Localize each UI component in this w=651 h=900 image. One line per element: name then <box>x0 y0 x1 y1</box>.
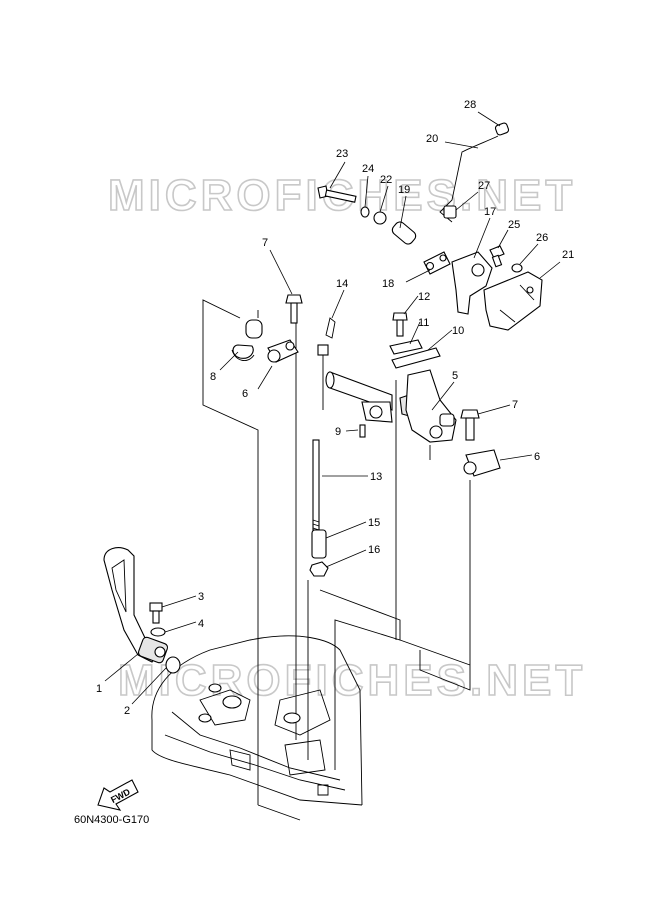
callout-21: 21 <box>562 249 574 261</box>
callout-18: 18 <box>382 278 394 290</box>
callout-4: 4 <box>198 618 204 630</box>
part-25-screw <box>489 245 505 268</box>
part-14-cotter-pin <box>325 317 336 339</box>
callout-15: 15 <box>368 517 380 529</box>
part-27-clip <box>443 205 457 219</box>
callout-14: 14 <box>336 278 348 290</box>
part-8-clip <box>231 344 255 361</box>
callout-1: 1 <box>96 683 102 695</box>
callout-13: 13 <box>370 471 382 483</box>
part-5-bracket <box>405 369 457 443</box>
part-10-plate <box>391 347 441 369</box>
callout-17: 17 <box>484 206 496 218</box>
callout-8: 8 <box>210 371 216 383</box>
part-24-washer <box>360 206 370 218</box>
part-21-bracket-plate <box>483 271 543 331</box>
callout-27: 27 <box>478 180 490 192</box>
part-12-screw <box>392 312 408 337</box>
callout-labels: 1 2 3 4 5 6 6 7 7 8 9 10 11 12 13 14 15 … <box>96 99 574 717</box>
callout-16: 16 <box>368 544 380 556</box>
callout-26: 26 <box>536 232 548 244</box>
part-7-bolt-left <box>285 294 303 324</box>
callout-28: 28 <box>464 99 476 111</box>
part-16-nut <box>309 561 329 577</box>
callout-25: 25 <box>508 219 520 231</box>
part-7-bolt-right <box>460 409 480 441</box>
part-1-shift-lever <box>103 547 169 664</box>
callout-5: 5 <box>452 370 458 382</box>
callout-10: 10 <box>452 325 464 337</box>
diagram-code: 60N4300-G170 <box>74 814 149 826</box>
callout-12: 12 <box>418 291 430 303</box>
callout-6a: 6 <box>242 388 248 400</box>
callout-23: 23 <box>336 148 348 160</box>
callout-22: 22 <box>380 174 392 186</box>
part-26-washer <box>511 263 523 273</box>
part-3-bolt <box>149 602 163 624</box>
part-19-sleeve <box>391 221 417 245</box>
part-9-pin <box>359 424 366 438</box>
part-11-plate <box>389 339 423 355</box>
callout-6b: 6 <box>534 451 540 463</box>
watermark-bottom: MICROFICHES.NET <box>118 656 586 705</box>
part-8-bushing <box>245 319 263 339</box>
part-13-shift-rod <box>312 344 329 531</box>
part-15-spacer <box>311 529 327 559</box>
callout-7b: 7 <box>512 399 518 411</box>
part-18-link <box>423 251 451 275</box>
callout-24: 24 <box>362 163 374 175</box>
part-2-oring <box>165 656 181 674</box>
callout-3: 3 <box>198 591 204 603</box>
part-17-cam <box>451 251 493 315</box>
callout-2: 2 <box>124 705 130 717</box>
part-6-joint-left <box>267 339 299 363</box>
callout-11: 11 <box>418 317 429 329</box>
callout-9: 9 <box>335 426 341 438</box>
part-20-rod <box>439 135 499 223</box>
lower-housing <box>151 635 363 806</box>
leader-lines <box>104 111 561 705</box>
callout-20: 20 <box>426 133 438 145</box>
part-28-cap <box>494 122 510 136</box>
part-23-bolt <box>317 185 357 203</box>
assembly-outline-lines <box>202 299 471 821</box>
callout-19: 19 <box>398 184 410 196</box>
fwd-arrow-icon: FWD <box>97 779 139 811</box>
callout-7a: 7 <box>262 237 268 249</box>
part-22-washer <box>373 211 387 225</box>
part-6-joint-right <box>463 449 501 477</box>
part-4-washer <box>150 627 166 637</box>
